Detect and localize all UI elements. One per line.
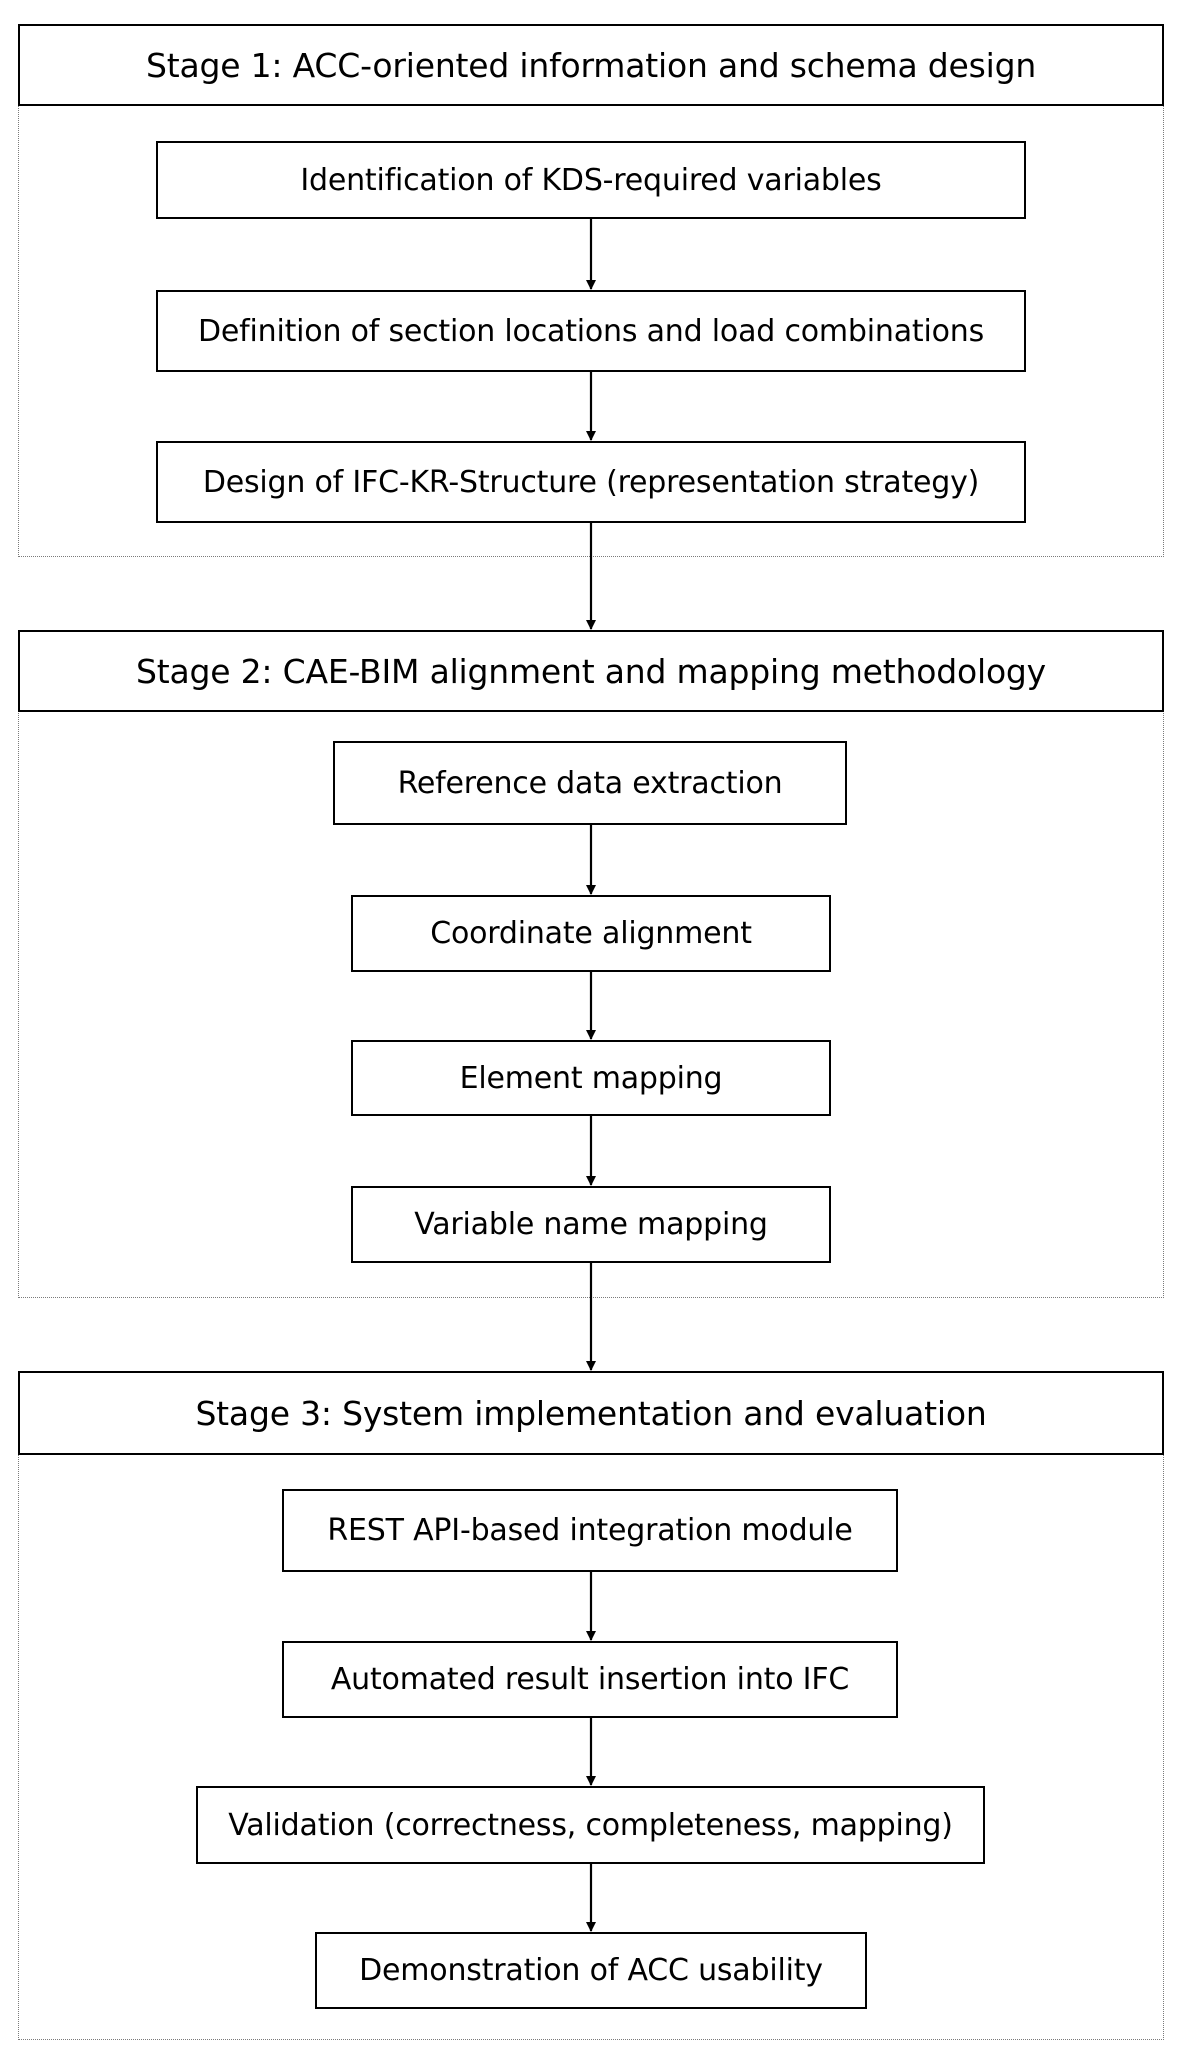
stage-2-step-1: Reference data extraction <box>333 741 847 825</box>
stage-2-title: Stage 2: CAE-BIM alignment and mapping m… <box>18 630 1164 712</box>
stage-2-step-3: Element mapping <box>351 1040 831 1116</box>
stage-3-title: Stage 3: System implementation and evalu… <box>18 1371 1164 1455</box>
stage-2-step-4: Variable name mapping <box>351 1186 831 1263</box>
stage-1-step-3: Design of IFC-KR-Structure (representati… <box>156 441 1026 523</box>
stage-1-title: Stage 1: ACC-oriented information and sc… <box>18 24 1164 106</box>
stage-3-step-2: Automated result insertion into IFC <box>282 1641 898 1718</box>
stage-3-step-3: Validation (correctness, completeness, m… <box>196 1786 985 1864</box>
stage-1-step-2: Definition of section locations and load… <box>156 290 1026 372</box>
stage-1-step-1: Identification of KDS-required variables <box>156 141 1026 219</box>
stage-3-step-1: REST API-based integration module <box>282 1489 898 1572</box>
stage-2-step-2: Coordinate alignment <box>351 895 831 972</box>
stage-3-step-4: Demonstration of ACC usability <box>315 1932 867 2009</box>
